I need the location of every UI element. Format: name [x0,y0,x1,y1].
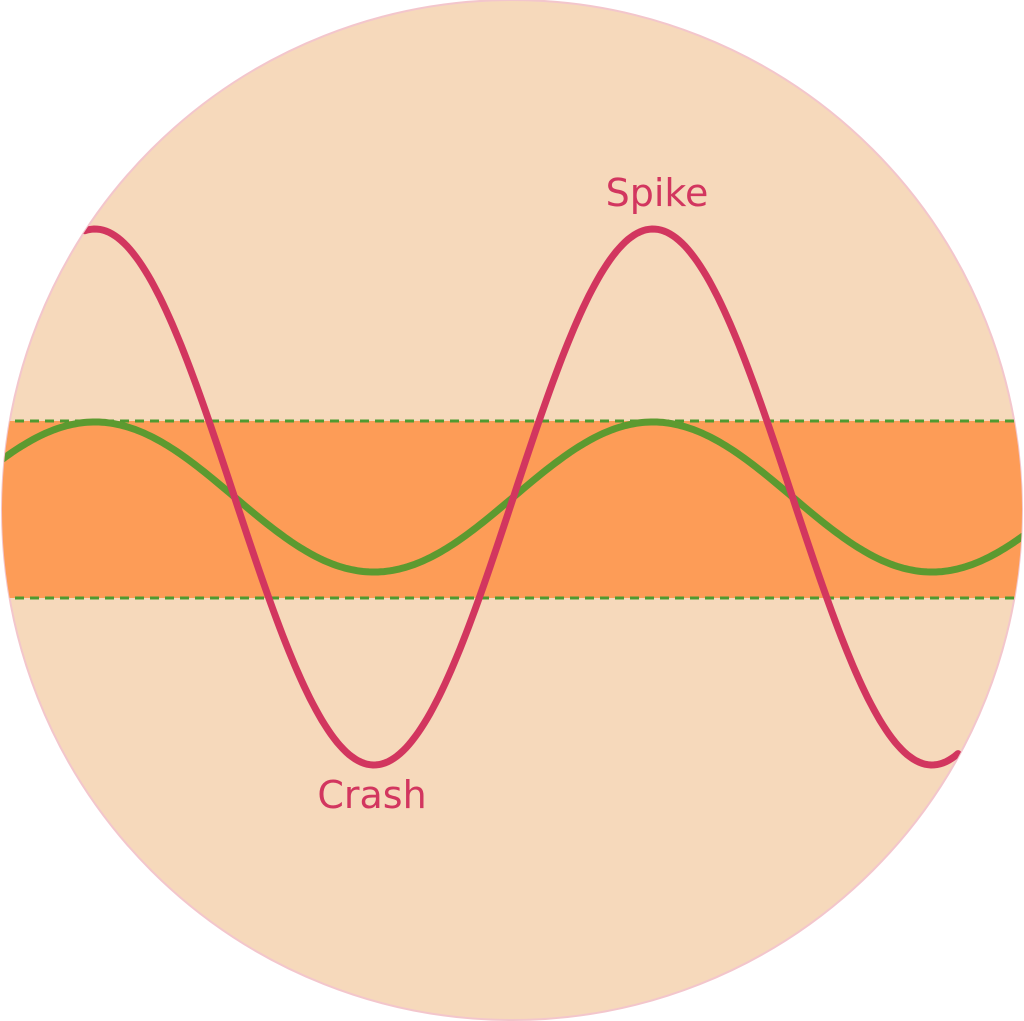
strong-wave-line [81,225,962,769]
diagram-clip-group [2,225,1022,769]
trough-label: Crash [317,773,426,817]
peak-label: Spike [606,171,709,215]
